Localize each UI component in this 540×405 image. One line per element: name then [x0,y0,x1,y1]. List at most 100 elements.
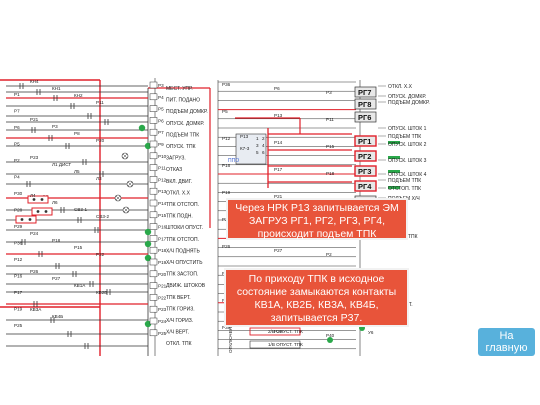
circuit-label: ВКЛ. ДВИГ. [166,179,192,185]
relay-coil-label: РГ8 [358,100,371,109]
output-label: ОПУСК. ДОМКР. [388,94,426,100]
output-label: ОТСТОП. ТПК [388,186,421,192]
relay-tag: Р36 [14,241,23,246]
relay-tag: Р13 [274,113,283,118]
circuit-label: Х/Ч ОПУСТИТЬ [166,260,203,266]
connector-pin [149,93,158,101]
element-tag: СВ3-2 [96,214,109,219]
pin-label: Р17 [158,236,167,241]
relay-tag: Р1 [14,92,20,97]
contact-green [144,228,152,236]
relay-coil-box [354,165,377,177]
circuit-label: ЗАГРУЗ. [166,156,186,162]
circuit-label: ТПК ОТСТОП. [166,202,199,208]
element-tag: Р24 [30,231,39,236]
module-label: ППО [228,158,239,164]
circuit-label: Х/Ч ВЕРТ. [166,330,189,336]
vertical-label: ОТКЛЮЧЕНИЕ [228,321,233,353]
lamp-cross [123,207,129,213]
output-label: ОПУСК. ШТОК 4 [388,172,427,178]
circuit-label: ПИТ. ПОДАНО [166,98,200,104]
pin-label: Р7 [158,130,164,135]
contact-green [144,254,152,262]
circuit-label: Х/Ч ГОРИЗ. [166,318,193,324]
connector-pin [149,105,158,112]
relay-tag: Р19 [222,190,231,195]
circuit-label: ОТКЛ. ТПК [166,341,192,347]
pin-label: Р12 [158,177,167,182]
pin-label: Р19 [158,260,167,265]
label-layer: Р3Р4Р5Р6Р7Р9Р10Р11Р12Р13Р14Р15Р16Р17Р18Р… [14,79,430,353]
relay-square [31,207,53,216]
relay-tag: Р4 [14,175,20,180]
element-tag: КВ4Б [52,314,63,319]
relay-square [15,215,37,224]
relay-tag: Р2 [14,158,20,163]
connector-pin [149,211,158,219]
connector-pin [149,270,158,278]
relay-square [27,195,49,204]
relay-coil-box [354,111,377,123]
relay-coil-label: РГ3 [358,167,371,176]
relay-tag: Р28 [14,208,23,213]
callout-return-explanation: По приходу ТПК в исходное состояние замы… [224,268,409,327]
relay-tag: Р12 [14,257,23,262]
element-tag: СВ3-1 [74,207,87,212]
relay-dot [40,198,44,201]
module-pin-number: 6 [262,150,265,155]
element-tag: Р23 [30,155,39,160]
circuit-label: ОТКЛ. Х.Х [166,190,191,196]
element-tag: Р8 [74,131,80,136]
circuit-label: ПОДЪЕМ ДОМКР. [166,109,208,115]
connector-pin [149,317,158,325]
relay-tag: Р38 [222,325,231,330]
circuit-label: ОТКАЗ [166,167,182,173]
contact-green [144,142,152,150]
pin-label: Р18 [158,248,167,253]
element-tag: КН1 [52,86,61,91]
circuit-label: ПОДЪЕМ ТПК [166,132,199,138]
relay-tag: Р25 [14,323,23,328]
pin-label: Р3 [158,83,164,88]
element-tag: Р15 [74,245,83,250]
element-tag: КВ2Б [96,290,107,295]
element-tag: КН2 [74,93,83,98]
element-tag: Р22 [96,252,105,257]
circuit-label: ТПК ЗАСТОП. [166,272,198,278]
relay-tag: Р27 [274,248,283,253]
element-tag: Р11 [96,100,104,105]
pin-label: Р21 [158,284,167,289]
contact-green [138,124,146,132]
relay-coil-box [354,98,377,110]
relay-tag: Р6 [274,86,280,91]
element-tag: Р27 [52,276,61,281]
relay-tag: Р17 [274,167,283,172]
pin-label: Р5 [158,107,164,112]
module-pin-number: 3 [256,143,259,148]
connector-pin [149,81,158,89]
lamp-cross [115,195,121,201]
relay-tag: Р15 [326,144,335,149]
element-tag: КН4 [30,79,39,84]
indicator-green [388,186,400,189]
relay-tag: Р29 [14,224,23,229]
relay-tag: Р36 [222,82,231,87]
pin-label: Р10 [158,154,167,159]
output-label: ОПУСК. ШТОК 3 [388,158,427,164]
relay-tag: Р16 [222,163,231,168]
circuit-label: ОПУСК. ТПК [166,144,196,150]
output-label: ПОДЪЕМ ДОМКР. [388,100,430,106]
relay-dot [36,210,40,213]
relay-tag: Р6 [14,125,20,130]
relay-tag: Р2 [326,252,332,257]
connector-pin [149,223,158,230]
relay-tag: Р14 [274,140,283,145]
relay-tag: Р3 [326,90,332,95]
pin-label: Р9 [158,142,164,147]
indicator-green [388,141,400,144]
rk-module [235,133,267,165]
circuit-label: ТПК ГОРИЗ. [166,306,195,312]
connector-pin [149,117,158,124]
home-button[interactable]: На главную [478,328,535,356]
relay-coil-box [354,86,377,98]
